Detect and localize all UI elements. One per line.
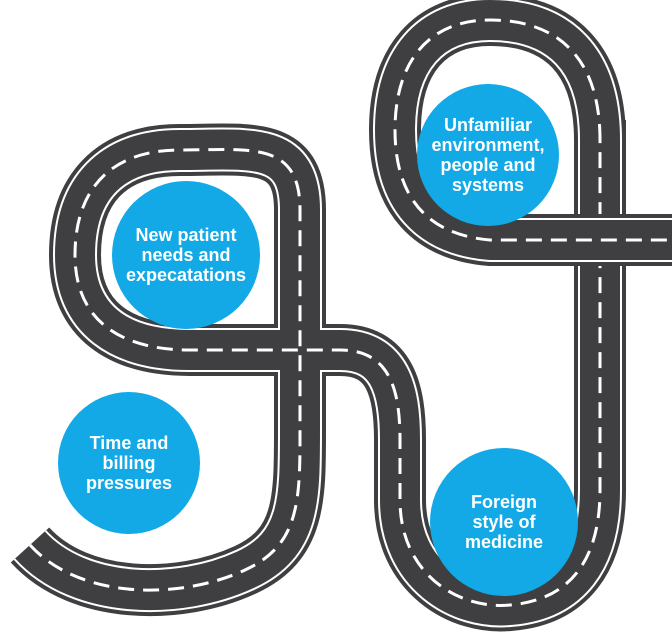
- lane-marking: [28, 120, 602, 607]
- milestone-label: Unfamiliar environment, people and syste…: [431, 115, 545, 195]
- milestone-new-patient-needs: New patient needs and expecatations: [112, 181, 260, 329]
- milestone-time-and-billing: Time and billing pressures: [58, 392, 200, 534]
- lane-marking: [393, 18, 672, 242]
- milestone-unfamiliar-environment: Unfamiliar environment, people and syste…: [417, 84, 559, 226]
- milestone-label: New patient needs and expecatations: [125, 225, 247, 285]
- winding-road-right: [369, 0, 672, 266]
- winding-road-left: [10, 120, 626, 632]
- milestone-label: Foreign style of medicine: [464, 492, 544, 552]
- milestone-label: Time and billing pressures: [85, 433, 173, 493]
- milestone-foreign-style: Foreign style of medicine: [430, 448, 578, 596]
